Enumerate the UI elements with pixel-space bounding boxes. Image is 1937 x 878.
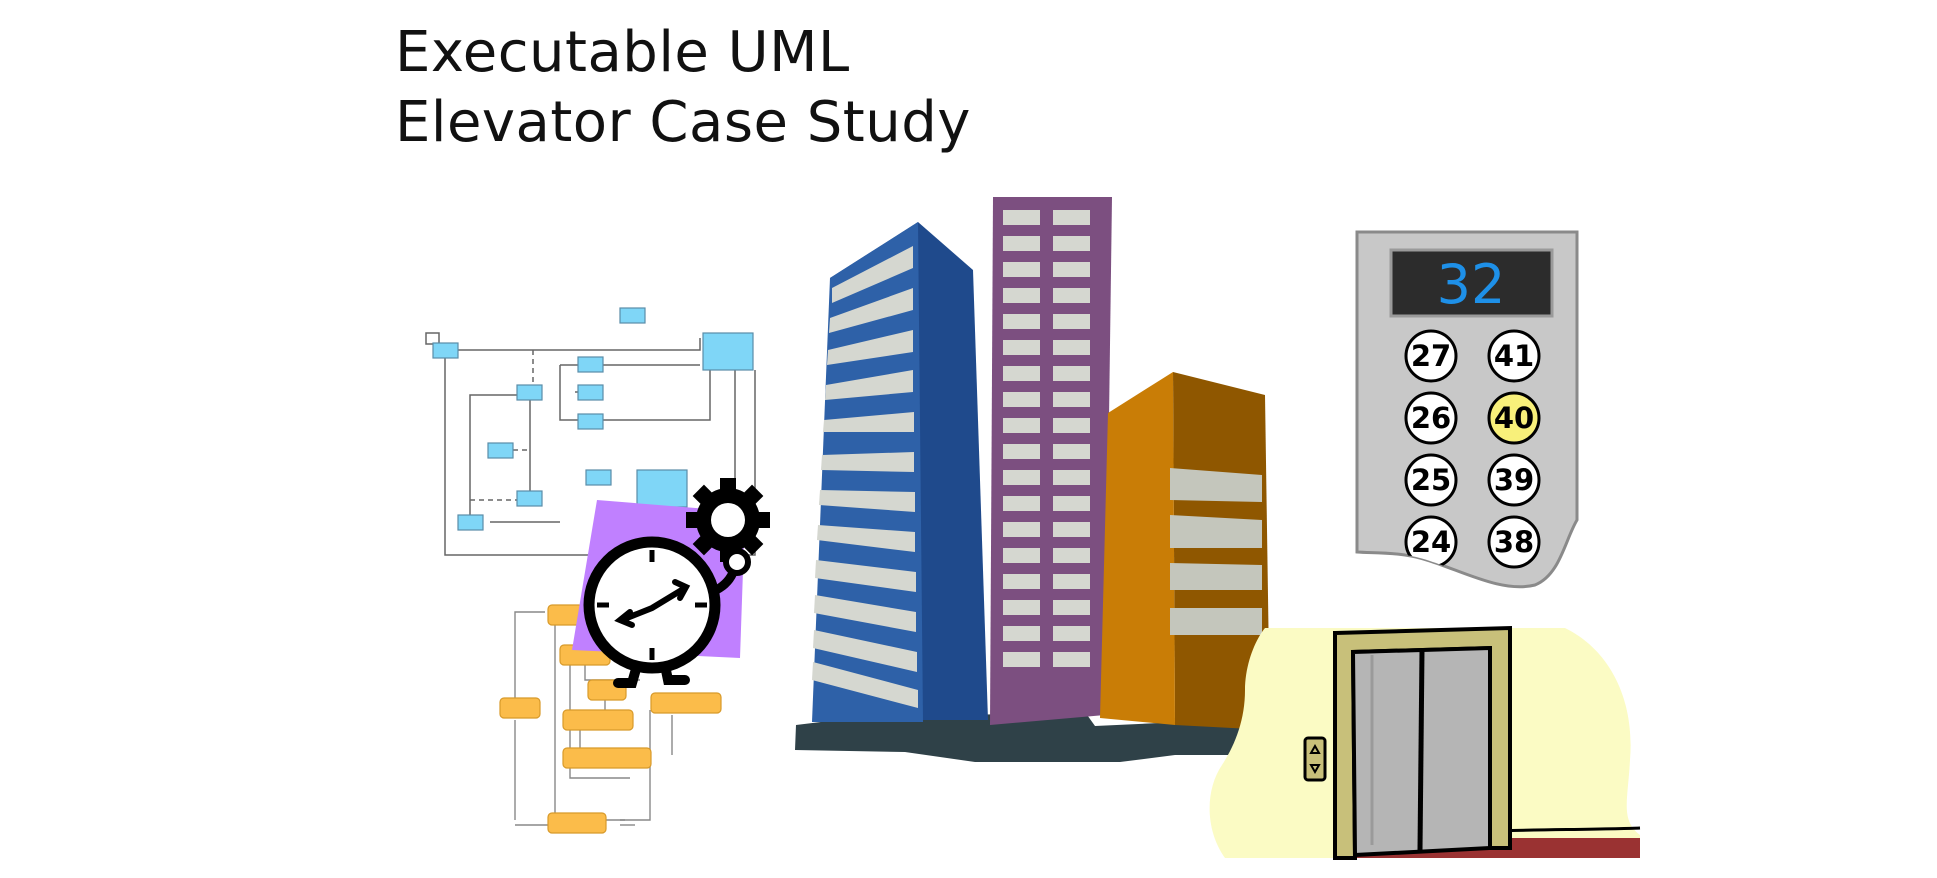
tower-window	[1053, 548, 1090, 563]
office-towers-icon	[795, 197, 1275, 762]
uml-class-box	[516, 490, 543, 507]
uml-class-box	[702, 332, 754, 371]
tower-window	[1003, 262, 1040, 277]
tower-window	[1053, 210, 1090, 225]
tower-window	[1003, 418, 1040, 433]
elevator-doors-icon	[1209, 625, 1641, 860]
tower-window	[1003, 522, 1040, 537]
floor-button-39[interactable]: 39	[1487, 453, 1541, 507]
tower-window	[1003, 600, 1040, 615]
floor-button-38[interactable]: 38	[1487, 515, 1541, 569]
tower-window	[1003, 548, 1040, 563]
svg-text:40: 40	[1494, 401, 1534, 435]
uml-class-box	[585, 469, 612, 486]
uml-class-box	[577, 384, 604, 401]
tower-window	[1003, 236, 1040, 251]
tower-window	[1003, 470, 1040, 485]
tower-window	[1003, 314, 1040, 329]
clock-gear-mascot-icon	[572, 478, 770, 688]
tower-window	[1053, 262, 1090, 277]
tower-window	[1053, 496, 1090, 511]
tower-window	[1053, 418, 1090, 433]
elevator-call-panel-icon: 32 27 41 26 40 25	[1355, 230, 1579, 589]
title-line-2: Elevator Case Study	[395, 90, 971, 155]
floor-button-26[interactable]: 26	[1404, 391, 1458, 445]
tower-window	[1053, 366, 1090, 381]
tower-window	[1053, 444, 1090, 459]
svg-text:41: 41	[1494, 339, 1534, 373]
tower-window	[1003, 288, 1040, 303]
uml-class-box	[577, 413, 604, 430]
uml-class-box	[487, 442, 514, 459]
tower-window	[1053, 470, 1090, 485]
page-title: Executable UML Elevator Case Study	[395, 18, 971, 158]
tower-window	[1003, 444, 1040, 459]
tower-window	[1053, 314, 1090, 329]
uml-class-box	[457, 514, 484, 531]
tower-window	[1053, 600, 1090, 615]
uml-class-box	[619, 307, 646, 324]
tower-window	[1053, 574, 1090, 589]
tower-window	[1003, 392, 1040, 407]
svg-text:27: 27	[1411, 339, 1451, 373]
tower-window	[1003, 210, 1040, 225]
floor-button-24[interactable]: 24	[1404, 515, 1458, 569]
state-box	[499, 697, 541, 719]
state-box	[562, 709, 634, 731]
svg-text:39: 39	[1494, 463, 1534, 497]
tower-window	[1053, 288, 1090, 303]
tower-window	[1053, 236, 1090, 251]
svg-text:25: 25	[1411, 463, 1451, 497]
tower-window	[1053, 652, 1090, 667]
floor-button-27[interactable]: 27	[1404, 329, 1458, 383]
uml-class-box	[636, 469, 688, 508]
tower-window	[1053, 340, 1090, 355]
tower-window	[1003, 626, 1040, 641]
tower-window	[1003, 496, 1040, 511]
state-box	[650, 692, 722, 714]
title-line-1: Executable UML	[395, 20, 850, 85]
tower-window	[1003, 340, 1040, 355]
tower-window	[1003, 652, 1040, 667]
tower-window	[1053, 392, 1090, 407]
floor-button-25[interactable]: 25	[1404, 453, 1458, 507]
floor-button-41[interactable]: 41	[1487, 329, 1541, 383]
svg-text:24: 24	[1411, 525, 1451, 559]
tower-window	[1053, 626, 1090, 641]
floor-button-40-lit[interactable]: 40	[1487, 391, 1541, 445]
tower-window	[1003, 366, 1040, 381]
uml-class-box	[516, 384, 543, 401]
svg-text:26: 26	[1411, 401, 1451, 435]
uml-class-box	[577, 356, 604, 373]
floor-display: 32	[1437, 253, 1506, 316]
tower-window	[1003, 574, 1040, 589]
svg-text:38: 38	[1494, 525, 1534, 559]
tower-window	[1053, 522, 1090, 537]
state-box	[562, 747, 652, 769]
state-box	[547, 812, 607, 834]
uml-class-box	[432, 342, 459, 359]
